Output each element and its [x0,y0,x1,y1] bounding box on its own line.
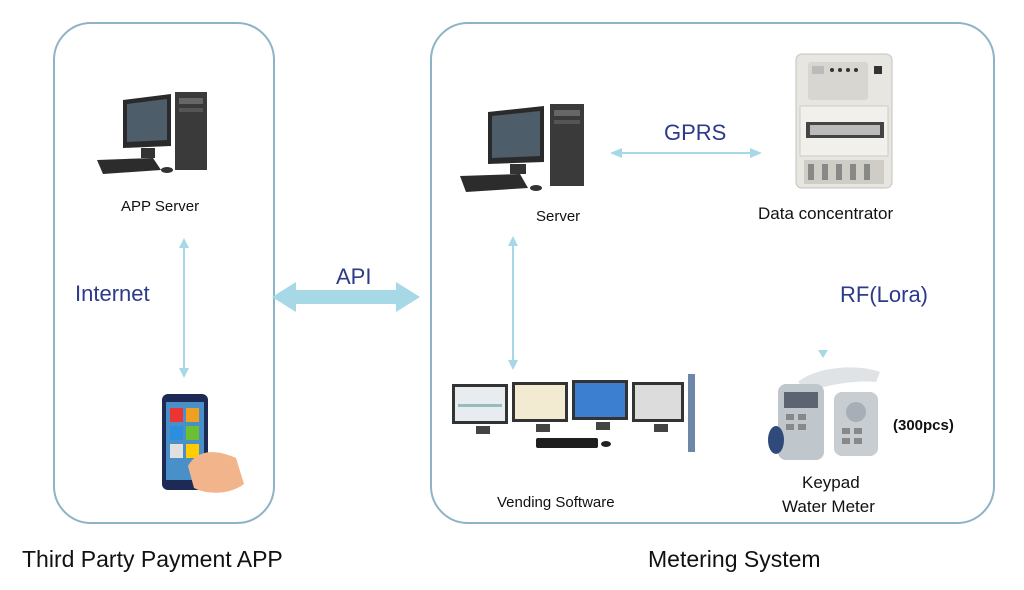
vending-link-arrow [508,236,518,370]
meter-count-label: (300pcs) [893,417,954,434]
vending-software-workstation-icon [452,374,695,452]
smartphone-icon [118,388,258,498]
keypad-label: Keypad [802,473,860,492]
api-arrow [272,282,420,312]
vending-software-label: Vending Software [497,494,615,511]
data-concentrator-label: Data concentrator [758,204,894,223]
rf-lora-label: RF(Lora) [840,282,929,307]
app-server-label: APP Server [121,198,200,215]
gprs-link-arrow [610,148,762,158]
metering-system-panel [430,22,995,524]
api-label: API [336,264,372,289]
keypad-water-meter-icon [768,367,880,460]
internet-label: Internet [75,281,150,306]
gprs-label: GPRS [664,120,727,145]
metering-system-caption: Metering System [648,546,821,572]
internet-link-arrow [179,238,189,378]
server-computer-icon [460,104,584,192]
third-party-app-caption: Third Party Payment APP [22,546,283,572]
data-concentrator-icon [795,53,893,189]
server-label: Server [536,208,581,225]
app-server-computer-icon [97,92,207,174]
water-meter-label: Water Meter [782,497,875,516]
rf-link-arrow [818,350,828,358]
